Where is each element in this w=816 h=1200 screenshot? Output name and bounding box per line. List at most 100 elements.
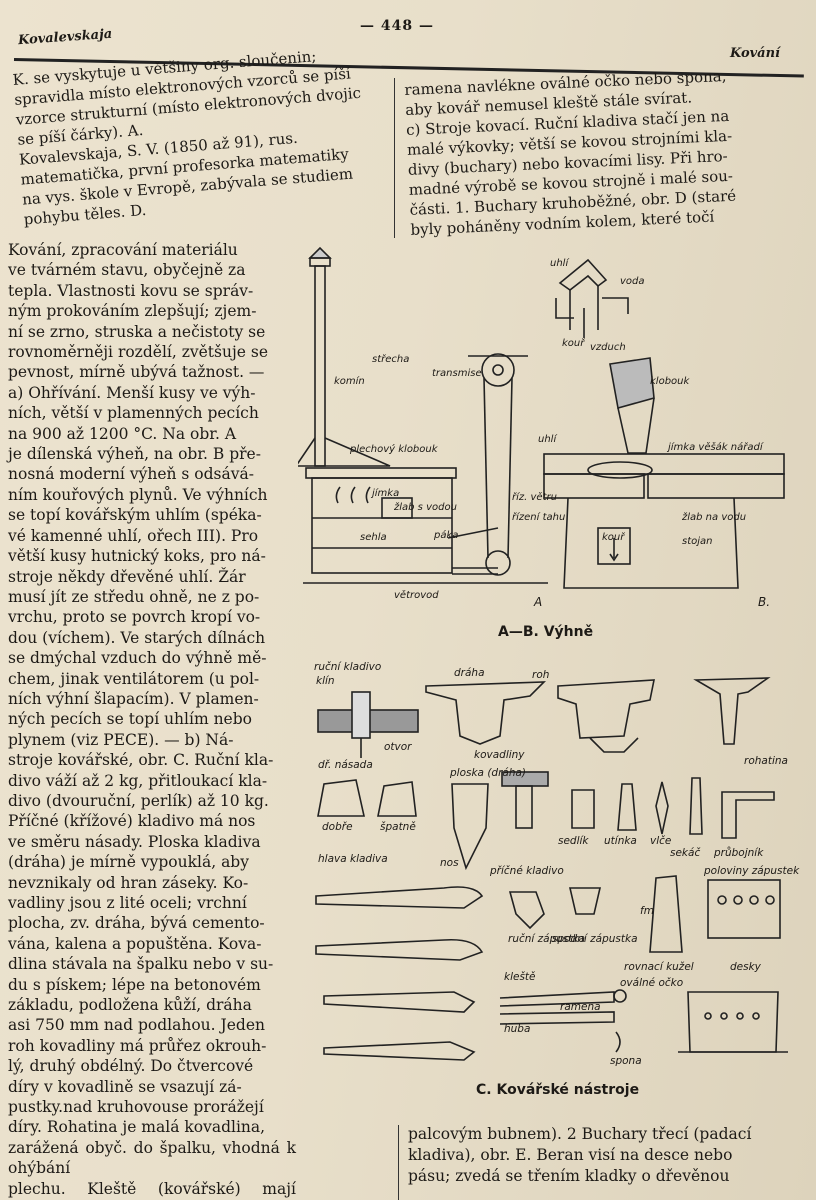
bottom-right-line: palcovým bubnem). 2 Buchary třecí (padac… [408,1125,752,1143]
left-column-line: tepla. Vlastnosti kovu se správ- [8,281,254,300]
label-kour: kouř [602,531,625,543]
label-ovalne-ocko: oválné očko [620,977,683,989]
left-column-line: se dmýchal vzduch do výhně mě- [8,649,267,668]
label-utinka: utínka [604,835,637,847]
left-column-line: zarážená obyč. do špalku, vhodná k ohýbá… [8,1138,296,1178]
left-column-line: se topí kovářským uhlím (spéka- [8,506,262,525]
label-zlab-na-vodu: žlab na vodu [681,511,746,523]
label-desky: desky [730,961,762,973]
left-column-line: (dráha) je mírně vypouklá, aby [8,853,249,872]
left-column-line: ve směru násady. Ploska kladiva [8,832,261,851]
label-voda: voda [620,276,645,287]
left-column-line: ní se zrno, struska a nečistoty se [8,322,266,341]
left-column-line: plynem (viz PECE). — b) Ná- [8,730,234,749]
left-column-line: stroje někdy dřevěné uhlí. Žár [8,567,246,586]
label-ploska: ploska (dráha) [449,767,526,779]
left-column-line: dlina stávala na špalku nebo v su- [8,955,274,974]
left-column-line: ve tvárném stavu, obyčejně za [8,261,246,280]
left-column-line: divo váží až 2 kg, přitloukací kla- [8,771,268,790]
left-column-line: vadliny jsou z lité oceli; vrchní [8,894,247,912]
figure-tools: ruční kladivo klín otvor dř. násada dráh… [314,661,800,1067]
label-otvor: otvor [384,741,412,753]
figure-ab-caption: A—B. Výhně [498,624,594,640]
label-dobre: dobře [322,821,353,833]
page-number: — 448 — [360,18,434,34]
label-poka: páka [433,529,458,541]
left-column-line: nosná moderní výheň s odsává- [8,465,254,484]
label-vetrovod: větrovod [394,589,439,601]
label-kovadliny: kovadliny [474,749,525,761]
left-column-line: větší kusy hutnický koks, pro ná- [8,547,266,566]
left-column-line: je dílenská výheň, na obr. B pře- [8,445,261,464]
label-uhli-top: uhlí [550,257,569,269]
label-ramena: ramena [560,1001,601,1013]
left-column-line: asi 750 mm nad podlahou. Jeden [8,1016,265,1035]
label-rizeni-tahu: řízení tahu [512,511,565,523]
label-sehla: sehla [360,532,387,543]
label-spatne: špatně [380,821,416,833]
label-komin: komín [334,375,365,387]
label-riz-vetru: říz. větru [512,491,557,503]
label-klobouk: klobouk [650,376,690,387]
label-stojan: stojan [682,536,713,547]
label-rohatina: rohatina [744,755,788,767]
label-rovnaci-kuzel: rovnací kužel [624,961,694,973]
left-column-line: díry v kovadlině se vsazují zá- [8,1077,242,1096]
label-roh: roh [532,669,549,681]
label-pricne-kladivo: příčné kladivo [489,865,564,877]
figure-forges: komín střecha transmise plechový klobouk… [298,246,785,609]
left-column-line: rovnoměrněji rozdělí, zvětšuje se [8,343,269,362]
bottom-right-line: pásu; zvedá se třením kladky o dřevěnou [408,1166,730,1185]
label-plechovy-klobouk: plechový klobouk [349,443,439,455]
left-column-line: divo (dvouruční, perlík) až 10 kg. [8,791,269,810]
label-spodni-zapustka: spodní zápustka [552,933,638,945]
top-left-text: K. se vyskytuje u většiny org. sloučenin… [12,41,393,230]
label-hlava-kladiva: hlava kladiva [318,853,388,865]
label-klin: klín [316,675,335,687]
left-column-line: roh kovadliny má průřez okrouh- [8,1036,267,1055]
label-b: B. [758,595,770,609]
left-column-line: vrchu, proto se povrch kropí vo- [8,608,261,627]
left-column-line: stroje kovářské, obr. C. Ruční kla- [8,751,274,770]
left-column-line: vána, kalena a popuštěna. Kova- [8,934,262,953]
left-column-line: chem, jinak ventilátorem (u pol- [8,669,260,688]
label-huba: huba [504,1023,530,1035]
left-column-line: díry. Rohatina je malá kovadlina, [8,1118,266,1137]
label-dr-nasada: dř. násada [318,759,373,771]
left-column-line: plechu. Kleště (kovářské) mají čelisti p… [8,1179,296,1198]
figure-c-caption: C. Kovářské nástroje [476,1082,640,1098]
left-column-line: nevznikaly od hran záseky. Ko- [8,873,249,892]
left-column-line: du s pískem; lépe na betonovém [8,975,261,994]
label-sedlik: sedlík [558,835,589,847]
label-sekac: sekáč [670,847,700,859]
column-divider [394,78,395,238]
label-poloviny-zapustek: poloviny zápustek [703,865,800,877]
header-right-word: Kování [729,46,780,61]
label-transmise: transmise [432,368,482,379]
label-rucni-kladivo: ruční kladivo [314,661,381,673]
top-right-text: ramena navlékne oválné očko nebo spona,a… [404,63,796,240]
label-prubojnik: průbojník [713,847,764,859]
left-column-line: Kování, zpracování materiálu [8,241,238,259]
left-column-line: ním kouřových plynů. Ve výhních [8,485,268,504]
left-column-line: ných pecích se topí uhlím nebo [8,710,252,729]
label-fm: fm [640,905,654,917]
bottom-right-line: kladiva), obr. E. Beran visí na desce ne… [408,1145,733,1164]
left-column-line: a) Ohřívání. Menší kusy ve výh- [8,383,256,402]
label-kour-top: kouř [562,337,585,349]
left-column-line: základu, podložena kůží, dráha [8,996,252,1015]
bottom-right-text: palcovým bubnem). 2 Buchary třecí (padac… [408,1124,808,1186]
label-rucni-zapustka: ruční zápustka [508,933,585,945]
label-kleste: kleště [504,971,536,983]
column-divider-bottom [398,1125,399,1200]
label-uhli: uhlí [538,433,557,445]
left-column-line: vé kamenné uhlí, ořech III). Pro [8,526,259,545]
label-vzduch: vzduch [590,342,626,353]
left-column-line: pustky.nad kruhovouse prorážejí [8,1098,264,1117]
left-column-line: pevnost, mírně ubývá tažnost. — [8,363,265,382]
label-spona: spona [610,1055,642,1067]
left-column-line: dou (víchem). Ve starých dílnách [8,628,266,647]
left-column-line: na 900 až 1200 °C. Na obr. A [8,424,237,443]
label-jimka-vesak: jímka věšák nářadí [666,441,764,453]
